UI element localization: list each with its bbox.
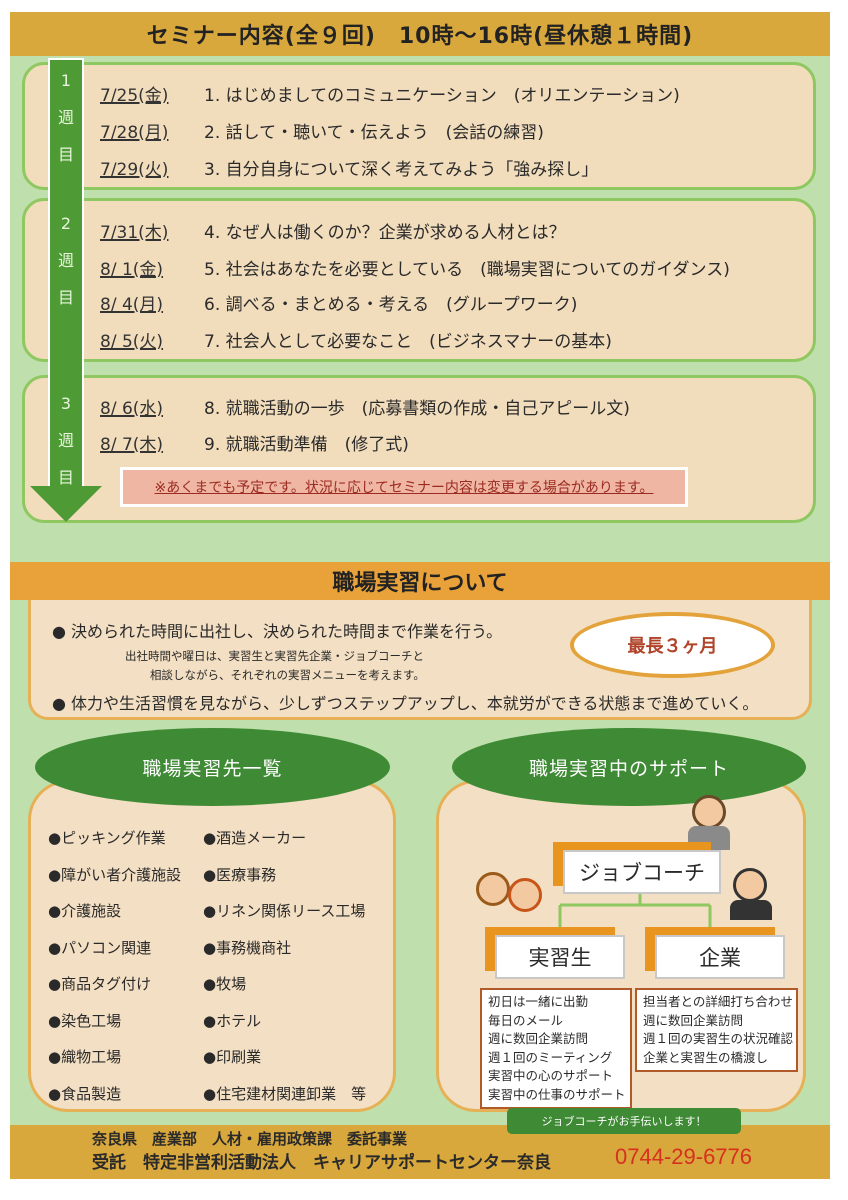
sub-note-1: 出社時間や曜日は、実習生と実習先企業・ジョブコーチと	[125, 649, 424, 663]
support-item: 週に数回企業訪問	[643, 1012, 744, 1028]
list-item: ●医療事務	[203, 865, 277, 884]
list-item: ●商品タグ付け	[48, 975, 152, 993]
sub-note-2: 相談しながら、それぞれの実習メニューを考えます。	[150, 668, 425, 682]
org-chart-lines	[558, 890, 712, 930]
company-support-list: 担当者との詳細打ち合わせ 週に数回企業訪問 週１回の実習生の状況確認 企業と実習…	[635, 988, 798, 1072]
arrow-head-icon	[30, 486, 102, 522]
bullet-2: ● 体力や生活習慣を見ながら、少しずつステップアップし、本就労ができる状態まで進…	[52, 694, 759, 713]
list-item: ●織物工場	[48, 1048, 122, 1066]
week2-box	[22, 198, 816, 362]
trainee-person-icon	[476, 872, 510, 906]
list-item: ●住宅建材関連卸業 等	[203, 1084, 367, 1103]
workplace-list-right: ●酒造メーカー ●医療事務 ●リネン関係リース工場 ●事務機商社 ●牧場 ●ホテ…	[203, 820, 366, 1112]
list-item: ●酒造メーカー	[203, 829, 307, 847]
company-box: 企業	[655, 935, 785, 979]
job-coach-pill: ジョブコーチがお手伝いします！	[507, 1108, 741, 1134]
session-row: 8/ 5(火)7. 社会人として必要なこと (ビジネスマナーの基本)	[100, 332, 612, 352]
footer-line-1: 奈良県 産業部 人材・雇用政策課 委託事業	[92, 1130, 408, 1148]
bullet-1: ● 決められた時間に出社し、決められた時間まで作業を行う。	[52, 622, 503, 641]
list-item: ●事務機商社	[203, 938, 292, 957]
schedule-note: ※あくまでも予定です。状況に応じてセミナー内容は変更する場合があります。	[120, 467, 688, 507]
list-item: ●リネン関係リース工場	[203, 902, 366, 920]
support-item: 実習中の心のサポート	[488, 1068, 614, 1083]
support-item: 毎日のメール	[488, 1012, 564, 1028]
trainee-support-list: 初日は一緒に出勤 毎日のメール 週に数回企業訪問 週１回のミーティング 実習中の…	[480, 988, 632, 1109]
session-row: 7/29(火)3. 自分自身について深く考えてみよう「強み探し」	[100, 160, 599, 180]
support-item: 企業と実習生の橋渡し	[643, 1049, 769, 1065]
session-row: 7/28(月)2. 話して・聴いて・伝えよう (会話の練習)	[100, 123, 544, 143]
session-row: 7/25(金)1. はじめましてのコミュニケーション (オリエンテーション)	[100, 86, 680, 106]
company-body-icon	[730, 900, 772, 920]
internship-header: 職場実習について	[10, 562, 830, 600]
workplace-list-left: ●ピッキング作業 ●障がい者介護施設 ●介護施設 ●パソコン関連 ●商品タグ付け…	[48, 820, 181, 1112]
trainee-person-icon	[508, 878, 542, 912]
support-item: 週１回のミーティング	[488, 1049, 613, 1065]
workplace-list-title: 職場実習先一覧	[35, 728, 390, 806]
session-row: 8/ 4(月)6. 調べる・まとめる・考える (グループワーク)	[100, 295, 578, 315]
timeline-arrow	[48, 58, 84, 493]
trainee-box: 実習生	[495, 935, 625, 979]
job-coach-box: ジョブコーチ	[563, 850, 721, 894]
session-row: 8/ 1(金)5. 社会はあなたを必要としている (職場実習についてのガイダンス…	[100, 260, 730, 280]
list-item: ●牧場	[203, 975, 247, 993]
list-item: ●印刷業	[203, 1048, 262, 1066]
list-item: ●障がい者介護施設	[48, 865, 182, 884]
list-item: ●ホテル	[203, 1011, 262, 1030]
seminar-header: セミナー内容(全９回) 10時～16時(昼休憩１時間)	[10, 12, 830, 56]
week1-box	[22, 62, 816, 190]
session-row: 7/31(木)4. なぜ人は働くのか？企業が求める人材とは？	[100, 223, 566, 243]
list-item: ●パソコン関連	[48, 938, 152, 957]
coach-person-icon	[692, 795, 726, 829]
workplace-list-box	[28, 780, 396, 1112]
company-person-icon	[733, 868, 767, 902]
list-item: ●食品製造	[48, 1084, 122, 1103]
support-item: 週１回の実習生の状況確認	[643, 1031, 794, 1046]
session-row: 8/ 7(木)9. 就職活動準備 (修了式)	[100, 435, 409, 455]
support-item: 週に数回企業訪問	[488, 1031, 589, 1046]
list-item: ●染色工場	[48, 1011, 122, 1030]
footer-line-2: 受託 特定非営利活動法人 キャリアサポートセンター奈良	[92, 1153, 551, 1173]
support-item: 実習中の仕事のサポート	[488, 1086, 626, 1102]
footer	[10, 1125, 830, 1179]
duration-badge: 最長３ヶ月	[570, 612, 775, 678]
support-item: 初日は一緒に出勤	[488, 994, 589, 1009]
session-row: 8/ 6(水)8. 就職活動の一歩 (応募書類の作成・自己アピール文)	[100, 399, 630, 419]
support-title: 職場実習中のサポート	[452, 728, 806, 806]
phone-number: 0744-29-6776	[615, 1144, 753, 1169]
support-item: 担当者との詳細打ち合わせ	[643, 994, 793, 1009]
coach-body-icon	[688, 826, 730, 850]
list-item: ●介護施設	[48, 902, 122, 920]
list-item: ●ピッキング作業	[48, 829, 166, 847]
